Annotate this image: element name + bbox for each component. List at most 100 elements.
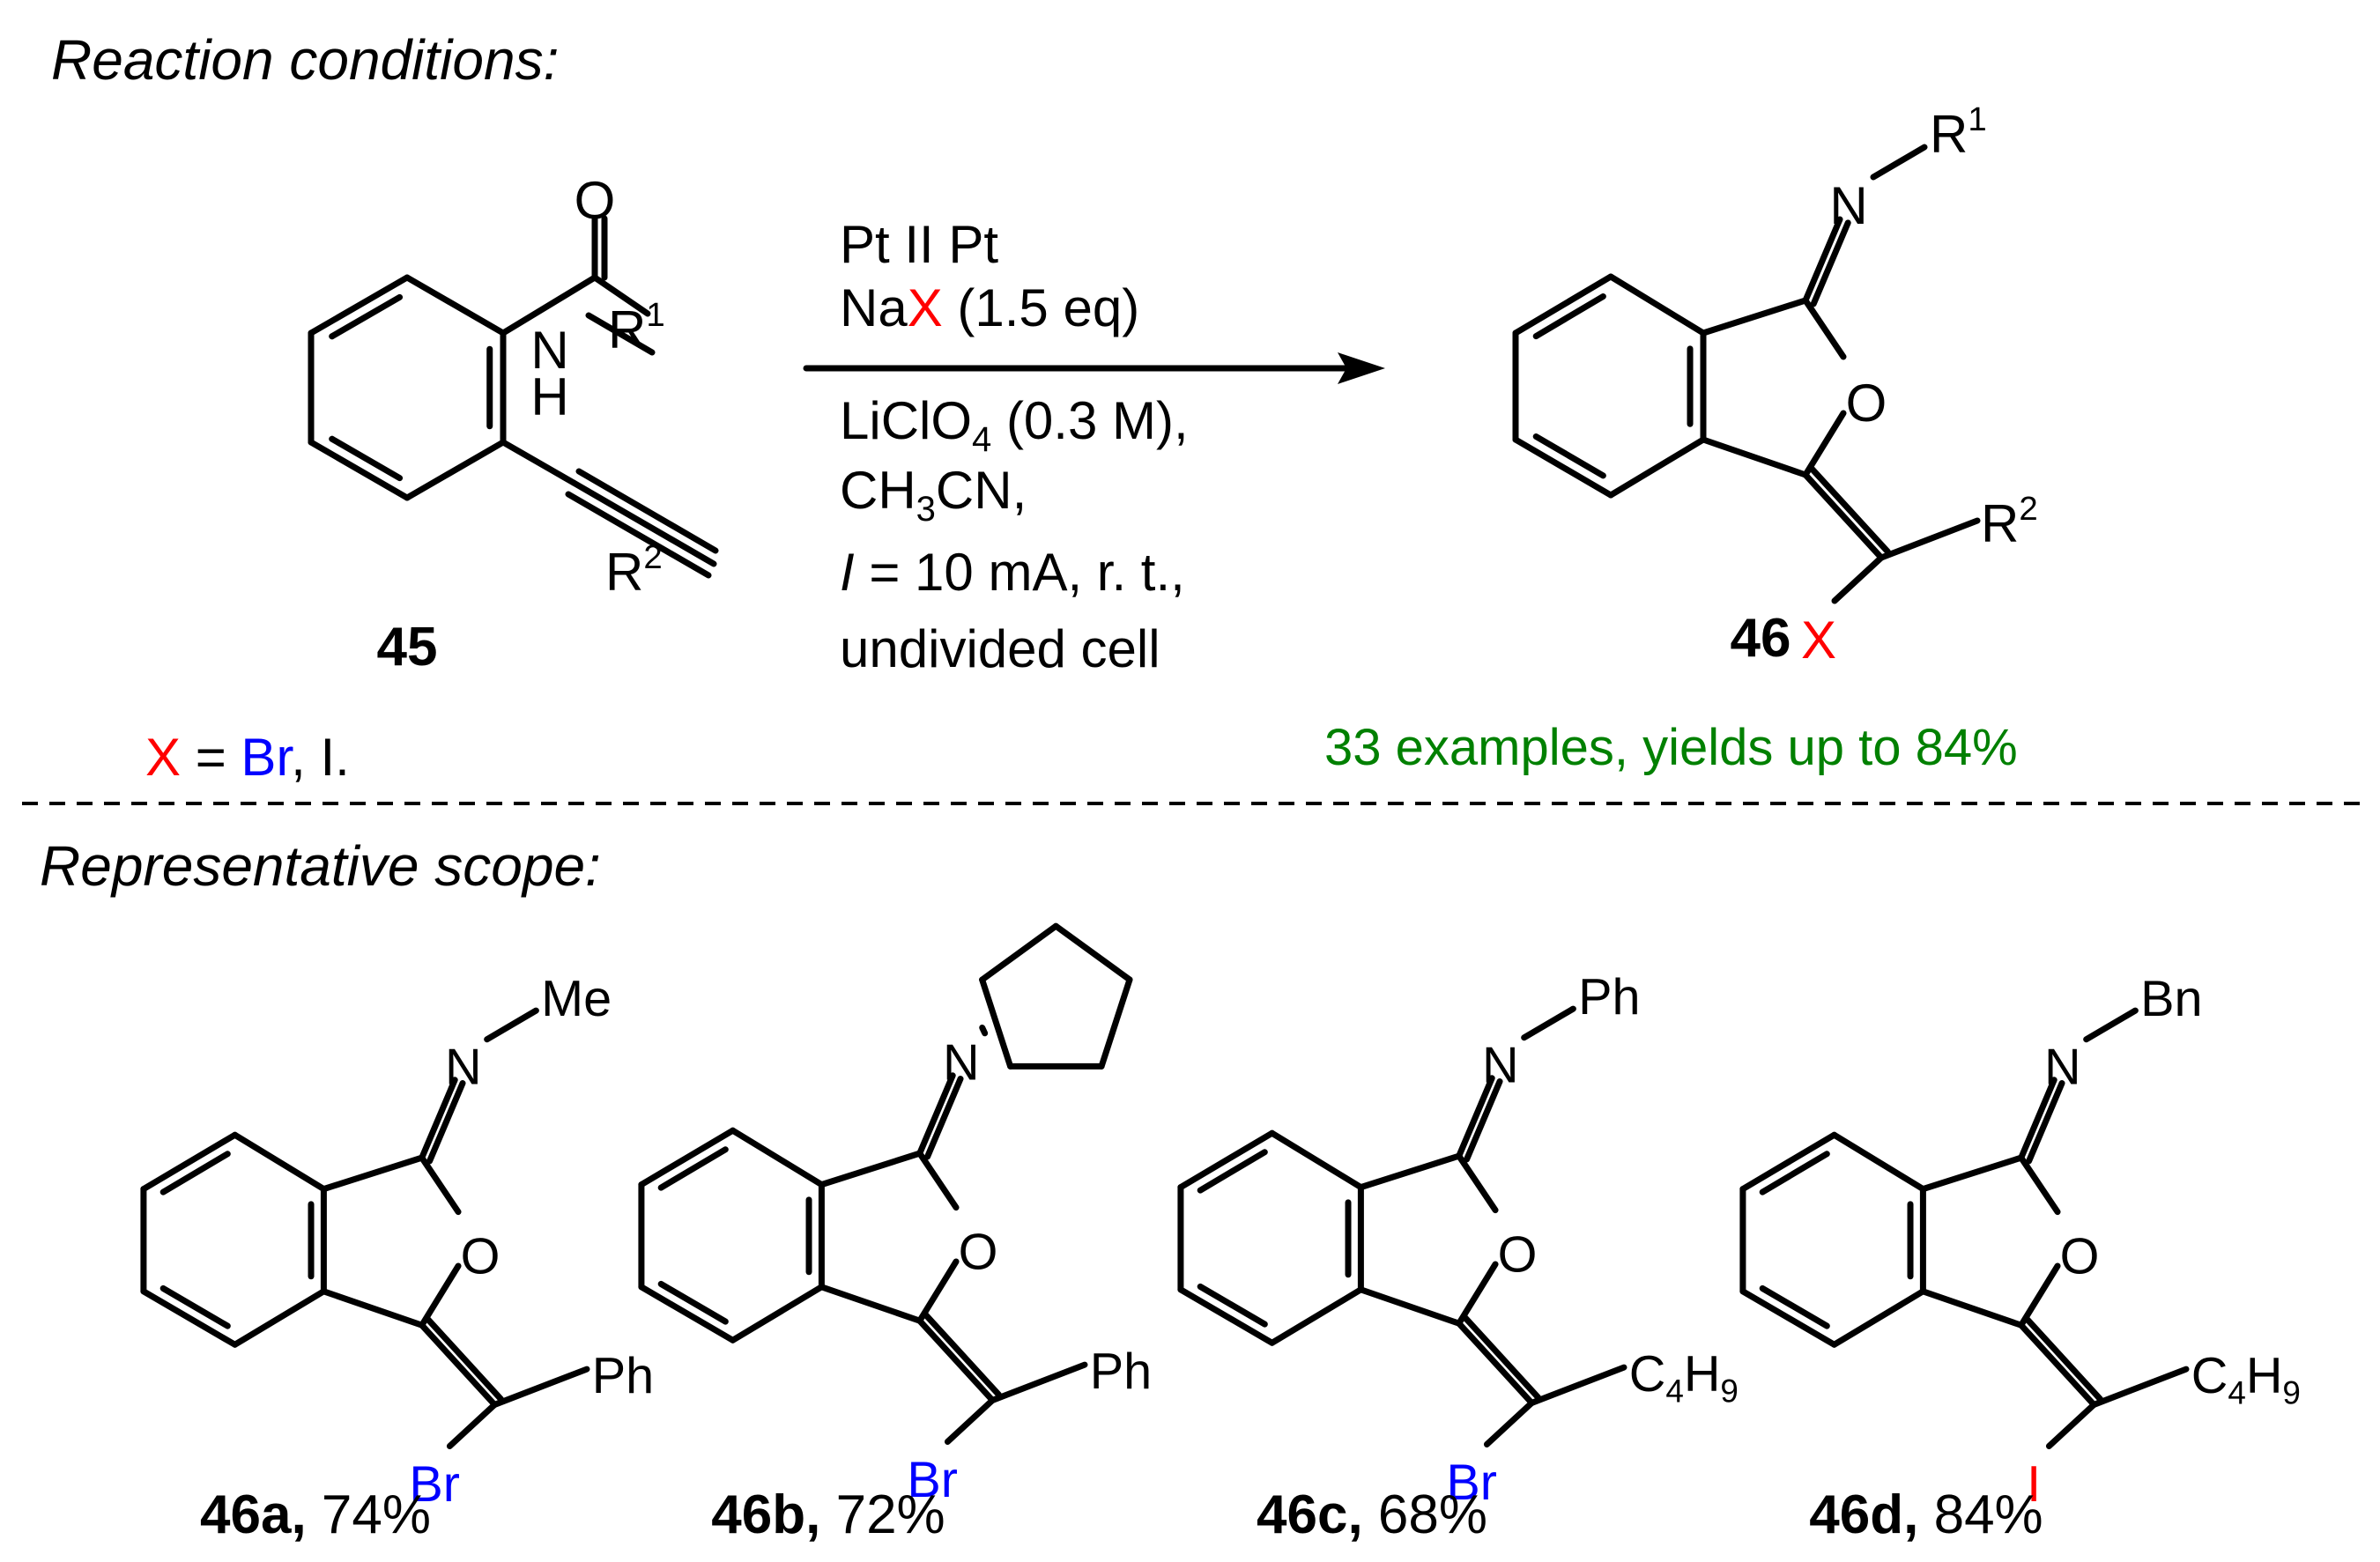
compound-46d-atom-o: O <box>2060 1229 2100 1285</box>
exocyclic-double-bond <box>2018 1321 2097 1408</box>
ring-bond <box>818 1284 923 1324</box>
ring-bond <box>320 1154 426 1193</box>
n-r1-bond <box>585 312 656 356</box>
aromatic-inner-bond <box>657 1146 729 1191</box>
ring-co-bond <box>1456 1261 1499 1327</box>
ring-co-bond <box>1802 410 1847 478</box>
compound-label-46: 46 <box>1731 608 1791 669</box>
compound-46b-atom-o-text: O <box>959 1225 998 1281</box>
scope-heading-text: Representative scope: <box>40 834 601 898</box>
halogen-rest: , I. <box>291 728 350 787</box>
salt-halogen: X <box>908 278 943 337</box>
compound-46d-label: 46d, <box>1809 1484 1918 1545</box>
compound-46a-n-substituent-text: Me <box>541 971 612 1027</box>
exocyclic-double-bond <box>2024 1316 2103 1403</box>
ring-co-bond <box>916 1150 960 1211</box>
cyclopentyl-bond <box>1052 922 1133 983</box>
ring-bond <box>1269 1286 1364 1346</box>
imine-double-bond <box>2018 1077 2057 1161</box>
ring-bond <box>232 1131 327 1193</box>
ring-bond <box>308 274 411 337</box>
current-value: = 10 mA, r. t., <box>855 543 1185 602</box>
ring-co-bond <box>419 1154 462 1216</box>
ring-bond <box>1831 1131 1926 1193</box>
hydrogen-symbol: H <box>2246 1348 2283 1404</box>
compound-46c-atom-n: N <box>1482 1038 1519 1094</box>
ring-bond <box>1607 436 1707 499</box>
vinyl-halogen-bond <box>944 1396 996 1445</box>
conditions-heading-text: Reaction conditions: <box>51 28 559 92</box>
aromatic-inner-bond <box>329 293 404 340</box>
aromatic-inner-bond <box>329 435 404 482</box>
atom-h: H <box>530 367 568 426</box>
compound-46b-halogen: Br <box>907 1452 958 1508</box>
cyclopentyl-bond <box>979 922 1059 983</box>
compound-46d-atom-n: N <box>2044 1040 2081 1096</box>
compound-46c-atom-o: O <box>1498 1227 1538 1284</box>
compound-46b-atom-n-text: N <box>943 1035 980 1092</box>
compound-46d-caption: 46d, 84% <box>1809 1484 2043 1545</box>
compound-46a-atom-o-text: O <box>461 1229 500 1285</box>
substituent-r2-superscript: 2 <box>643 538 662 576</box>
product-r1-symbol: R <box>1930 105 1968 164</box>
ring-bond <box>140 1131 239 1193</box>
alkyne-triple-bond <box>565 491 712 579</box>
compound-46d-yield: 84% <box>1918 1484 2043 1545</box>
electrolyte-prefix: LiClO <box>840 391 972 450</box>
compound-46c-halogen: Br <box>1446 1455 1497 1511</box>
compound-46a-yield: 74% <box>307 1484 431 1545</box>
imine-double-bond <box>419 1077 458 1161</box>
product-r2-symbol: R <box>1981 494 2019 553</box>
ring-bond <box>730 1284 825 1344</box>
compound-46d-atom-o-text: O <box>2060 1229 2100 1285</box>
compound-46a-atom-n: N <box>445 1040 482 1096</box>
compound-label-45: 45 <box>377 617 438 677</box>
ring-bond <box>1739 1131 1838 1193</box>
vinyl-halogen-bond <box>2045 1401 2097 1449</box>
vinyl-substituent-bond <box>1878 517 1981 561</box>
substituent-r1-superscript: 1 <box>646 296 664 334</box>
aromatic-inner-bond <box>1197 1283 1268 1328</box>
ring-bond <box>1269 1129 1364 1191</box>
conditions-heading: Reaction conditions: <box>51 28 559 92</box>
ring-bond <box>1357 1286 1463 1327</box>
ring-bond <box>1919 1154 2025 1193</box>
n-cyclopentyl-bond <box>979 1024 989 1037</box>
ring-bond <box>232 1288 327 1348</box>
electrodes-text-text: Pt II Pt <box>840 215 998 274</box>
product-r2-superscript: 2 <box>2019 490 2037 528</box>
carbon-count: 4 <box>1665 1373 1684 1410</box>
n-substituent-bond <box>484 1007 539 1043</box>
substituent-r2: R2 <box>605 538 663 602</box>
cyclopentyl-bond <box>979 976 1014 1070</box>
compound-46b-atom-n: N <box>943 1035 980 1092</box>
halogen-key: X = Br, I. <box>145 728 350 787</box>
exocyclic-double-bond <box>1462 1314 1541 1401</box>
compound-46a-vinyl-substituent-text: Ph <box>592 1348 654 1404</box>
hydrogen-count: 9 <box>1720 1373 1739 1410</box>
ring-bond <box>1831 1288 1926 1348</box>
compound-46a-label: 46a, <box>200 1484 307 1545</box>
carbon-count: 4 <box>2228 1375 2246 1411</box>
imine-double-bond <box>924 1076 964 1160</box>
imine-double-bond <box>916 1072 956 1157</box>
ring-bond <box>1357 1152 1463 1191</box>
compound-46d-n-substituent-text: Bn <box>2140 971 2202 1027</box>
exocyclic-double-bond <box>916 1317 996 1403</box>
ring-bond <box>1700 436 1809 478</box>
aromatic-inner-bond <box>159 1284 231 1329</box>
solvent-prefix: CH <box>840 461 916 520</box>
aromatic-inner-bond <box>1759 1284 1830 1329</box>
compound-46a-vinyl-substituent: Ph <box>592 1348 654 1404</box>
solvent-subscript: 3 <box>916 490 936 529</box>
aryl-alkyne-bond <box>500 439 577 486</box>
vinyl-substituent-bond <box>989 1361 1088 1403</box>
ring-co-bond <box>419 1262 462 1329</box>
product-atom-o-text: O <box>1846 374 1887 433</box>
exocyclic-double-bond <box>923 1312 1002 1398</box>
alkyne-triple-bond <box>570 479 717 567</box>
amide-cn-bond <box>591 274 651 317</box>
solvent-text: CH3CN, <box>840 461 1027 529</box>
aromatic-inner-bond <box>657 1280 729 1325</box>
